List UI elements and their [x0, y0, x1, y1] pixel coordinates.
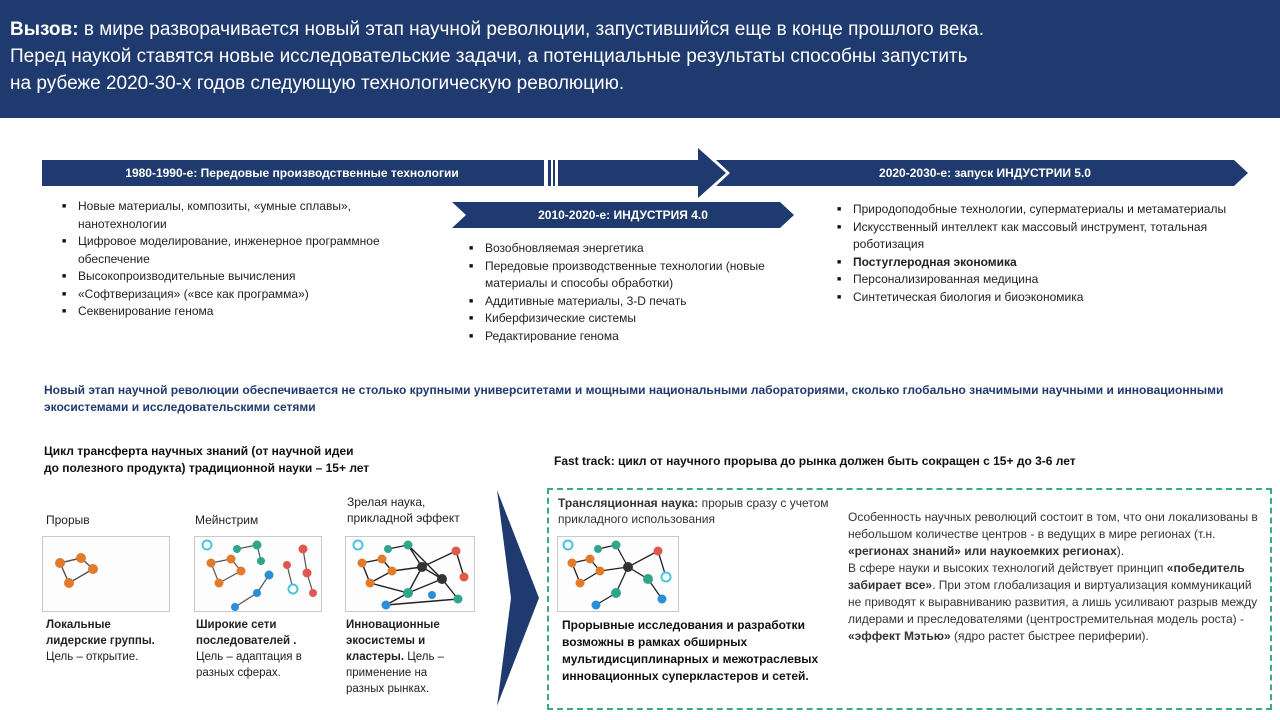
stage-mainstream-label: Мейнстрим — [195, 513, 259, 527]
stage-mainstream-desc: Широкие сети последователей . Цель – ада… — [196, 619, 302, 679]
timeline-band-2010: 2010-2020-е: ИНДУСТРИЯ 4.0 — [538, 208, 708, 222]
band1-arrow-head — [558, 148, 726, 198]
list-1980: Новые материалы, композиты, «умные сплав… — [52, 198, 432, 321]
stage-mature-desc: Инновационные экосистемы и кластеры. Цел… — [346, 619, 445, 695]
header-line-1: Вызов: в мире разворачивается новый этап… — [10, 19, 985, 40]
list-item: Редактирование генома — [459, 328, 799, 346]
key-statement: Новый этап научной революции обеспечивае… — [44, 383, 1224, 414]
list-item: Новые материалы, композиты, «умные сплав… — [52, 198, 432, 233]
stage-mainstream-diagram — [194, 536, 322, 612]
timeline-band-1980: 1980-1990-е: Передовые производственные … — [125, 166, 459, 180]
band1-stripe — [548, 160, 551, 186]
header-line-3: на рубеже 2020-30-х годов следующую техн… — [10, 73, 625, 94]
list-item: Цифровое моделирование, инженерное прогр… — [52, 233, 432, 268]
list-item: Синтетическая биология и биоэкономика — [827, 289, 1267, 307]
list-item: Аддитивные материалы, 3-D печать — [459, 293, 799, 311]
list-item: Постуглеродная экономика — [827, 254, 1267, 272]
chevron-right-icon — [497, 490, 539, 706]
list-item: Передовые производственные технологии (н… — [459, 258, 799, 293]
stage-mature-label: Зрелая наука, прикладной эффект — [347, 495, 460, 525]
band2-shape — [452, 202, 794, 228]
timeline-band-2020: 2020-2030-е: запуск ИНДУСТРИИ 5.0 — [879, 166, 1091, 180]
stage-breakthrough-desc: Локальные лидерские группы. Цель – откры… — [46, 619, 155, 663]
list-item: Персонализированная медицина — [827, 271, 1267, 289]
band1-stripe-2 — [553, 160, 555, 186]
translational-science-title: Трансляционная наука: прорыв сразу с уче… — [558, 496, 829, 526]
list-item: «Софтверизация» («все как программа») — [52, 286, 432, 304]
supercluster-desc: Прорывные исследования и разработки возм… — [562, 618, 819, 683]
timeline-arrows — [42, 148, 1248, 228]
stage-breakthrough-label: Прорыв — [46, 513, 90, 527]
list-item: Искусственный интеллект как массовый инс… — [827, 219, 1267, 254]
stage-breakthrough-diagram — [42, 536, 170, 612]
scientific-revolution-explanation: Особенность научных революций состоит в … — [848, 510, 1258, 643]
list-item: Природоподобные технологии, суперматериа… — [827, 201, 1267, 219]
band1-shape — [42, 160, 544, 186]
stage-mature-diagram — [345, 536, 475, 612]
list-2010: Возобновляемая энергетика Передовые прои… — [459, 240, 799, 345]
band3-shape — [716, 160, 1248, 186]
list-2020: Природоподобные технологии, суперматериа… — [827, 201, 1267, 306]
fast-track-heading: Fast track: цикл от научного прорыва до … — [554, 454, 1076, 468]
header-banner: Вызов: в мире разворачивается новый этап… — [0, 0, 1280, 118]
fast-track-panel — [547, 488, 1272, 710]
traditional-cycle-heading: Цикл трансферта научных знаний (от научн… — [44, 444, 370, 475]
supercluster-diagram — [557, 536, 679, 612]
list-item: Киберфизические системы — [459, 310, 799, 328]
header-line-2: Перед наукой ставятся новые исследовател… — [10, 46, 968, 67]
list-item: Секвенирование генома — [52, 303, 432, 321]
list-item: Высокопроизводительные вычисления — [52, 268, 432, 286]
list-item: Возобновляемая энергетика — [459, 240, 799, 258]
